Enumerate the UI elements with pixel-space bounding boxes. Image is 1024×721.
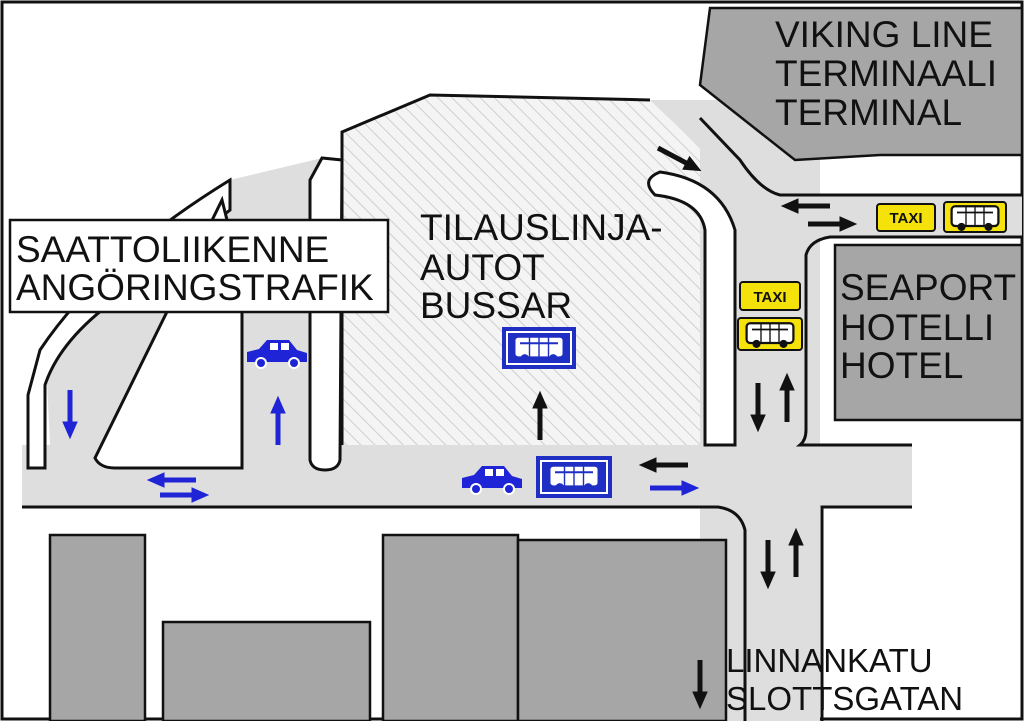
bus-sign-icon xyxy=(737,317,803,351)
bus-area xyxy=(342,95,700,445)
building-1 xyxy=(48,533,147,721)
svg-text:TAXI: TAXI xyxy=(889,210,922,227)
viking-line-label: VIKING LINE TERMINAALI TERMINAL xyxy=(775,14,1007,133)
taxi-sign-icon: TAXI xyxy=(739,281,801,311)
building-4 xyxy=(516,538,728,721)
seaport-hotel-label: SEAPORT HOTELLI HOTEL xyxy=(840,267,1024,386)
bus-icon xyxy=(536,456,612,498)
dropoff-traffic-label: SAATTOLIIKENNE ANGÖRINGSTRAFIK xyxy=(16,229,374,308)
taxi-sign-icon: TAXI xyxy=(876,203,936,232)
bus-sign-icon xyxy=(943,201,1007,233)
svg-text:TAXI: TAXI xyxy=(753,289,786,306)
buildings xyxy=(48,6,1024,721)
building-3 xyxy=(381,533,520,721)
viking-line-terminal-building xyxy=(698,6,1024,162)
charter-buses-label: TILAUSLINJA- AUTOT BUSSAR xyxy=(420,207,673,326)
seaport-hotel-building xyxy=(833,243,1024,422)
linnankatu-label: LINNANKATU SLOTTSGATAN xyxy=(726,642,963,717)
building-2 xyxy=(161,620,372,721)
bus-icon xyxy=(502,327,576,369)
dropoff-label-box xyxy=(8,218,390,314)
